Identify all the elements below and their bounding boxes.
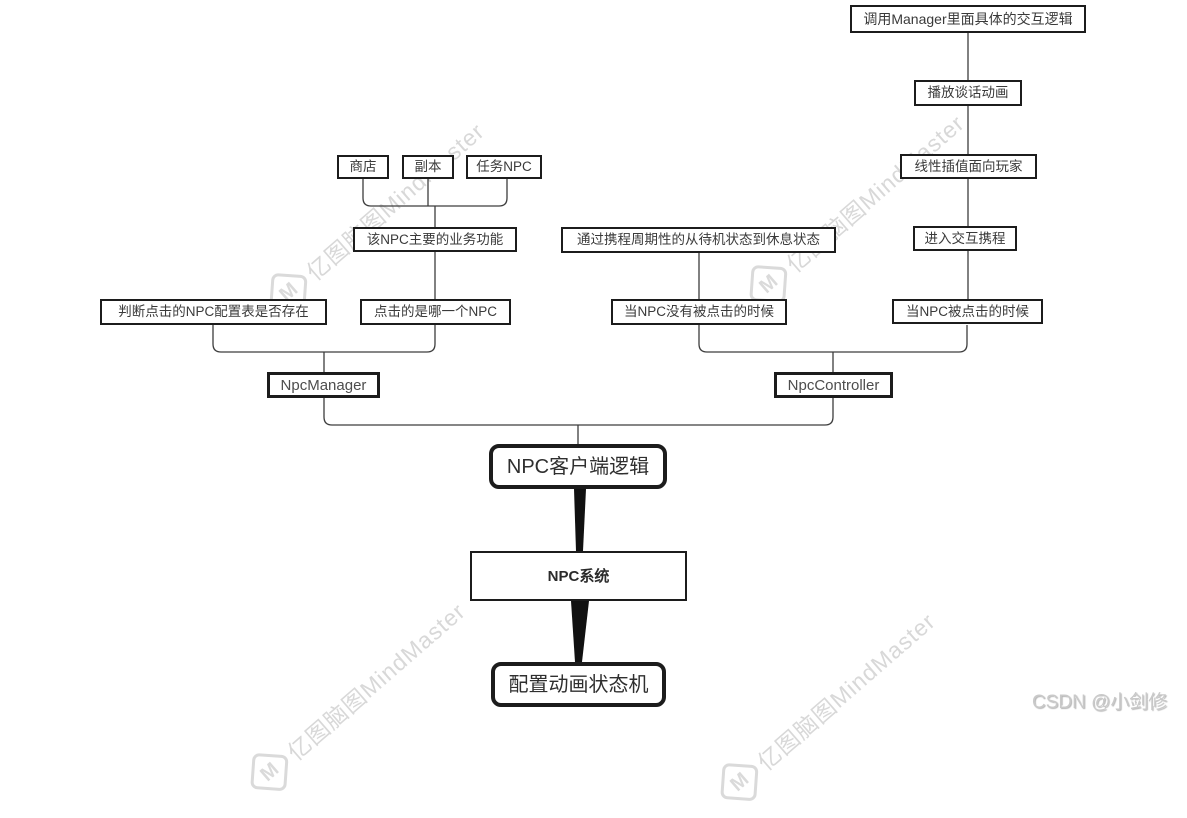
node-shop[interactable]: 商店 [337,155,389,179]
node-npc-controller[interactable]: NpcController [774,372,893,398]
node-dungeon[interactable]: 副本 [402,155,454,179]
node-npc-client-logic[interactable]: NPC客户端逻辑 [489,444,667,489]
connector-lines [212,33,969,662]
node-which-npc-clicked[interactable]: 点击的是哪一个NPC [360,299,511,325]
node-check-npc-config-exists[interactable]: 判断点击的NPC配置表是否存在 [100,299,327,325]
node-quest-npc[interactable]: 任务NPC [466,155,542,179]
trunk-connectors [571,489,589,662]
node-config-anim-state-machine[interactable]: 配置动画状态机 [491,662,666,707]
node-when-npc-not-clicked[interactable]: 当NPC没有被点击的时候 [611,299,787,325]
mindmaster-diamond-logo-icon: M [720,762,759,802]
node-enter-interaction-coroutine[interactable]: 进入交互携程 [913,226,1017,251]
node-play-talk-animation[interactable]: 播放谈话动画 [914,80,1022,106]
mindmaster-diamond-logo-icon: M [250,752,289,792]
csdn-author-watermark: CSDN @小剑修 [1032,692,1168,713]
node-when-npc-clicked[interactable]: 当NPC被点击的时候 [892,299,1043,324]
node-npc-main-business[interactable]: 该NPC主要的业务功能 [353,227,517,252]
node-call-manager-logic[interactable]: 调用Manager里面具体的交互逻辑 [850,5,1086,33]
node-npc-system-root[interactable]: NPC系统 [470,551,687,601]
node-lerp-face-player[interactable]: 线性插值面向玩家 [900,154,1037,179]
node-npc-manager[interactable]: NpcManager [267,372,380,398]
mindmap-canvas: 调用Manager里面具体的交互逻辑 播放谈话动画 线性插值面向玩家 进入交互携… [100,5,1168,802]
node-coroutine-idle-to-rest[interactable]: 通过携程周期性的从待机状态到休息状态 [561,227,836,253]
